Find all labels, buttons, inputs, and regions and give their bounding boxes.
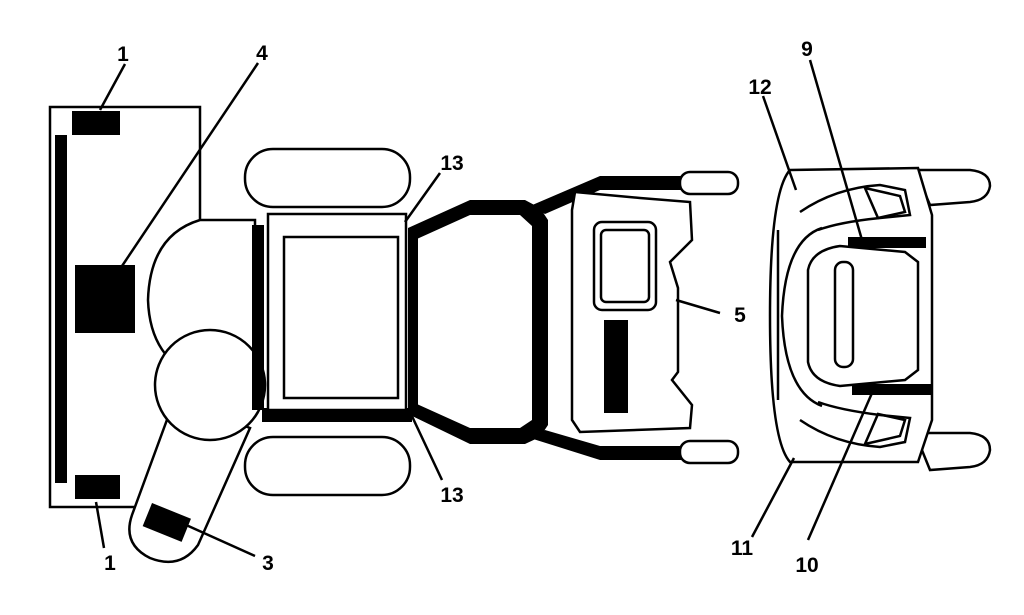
- tine-top: [913, 168, 992, 207]
- label-11: 11: [731, 537, 754, 560]
- label-4: 4: [256, 42, 268, 65]
- label-10: 10: [795, 554, 818, 577]
- wheel-bottom: [243, 435, 412, 497]
- label-1-top: 1: [117, 43, 129, 66]
- rear-hub: [128, 218, 267, 564]
- boom-frame: [408, 170, 740, 465]
- hood-grille-strip: [604, 320, 628, 413]
- component-1-top: [72, 111, 120, 135]
- bucket-inner-panel: [806, 244, 920, 388]
- rear-edge-strip: [55, 135, 67, 483]
- cylinder-end-top: [678, 170, 740, 196]
- hood: [570, 190, 694, 434]
- leader-lines: [94, 59, 874, 558]
- label-3: 3: [262, 552, 274, 575]
- tine-bottom: [913, 431, 992, 472]
- label-12: 12: [748, 76, 771, 99]
- cab: [252, 212, 418, 422]
- wheel-top: [243, 147, 412, 209]
- cylinder-end-bottom: [678, 439, 740, 465]
- component-4: [75, 265, 135, 333]
- label-9: 9: [801, 38, 813, 61]
- label-5: 5: [734, 304, 746, 327]
- label-13-top: 13: [440, 152, 463, 175]
- component-10: [852, 384, 932, 395]
- component-3: [142, 503, 191, 542]
- label-1-bottom: 1: [104, 552, 116, 575]
- component-1-bottom: [75, 475, 120, 499]
- rear-hub-disc: [153, 328, 267, 442]
- front-attachment: [768, 166, 992, 472]
- component-9: [848, 237, 926, 248]
- label-13-bottom: 13: [440, 484, 463, 507]
